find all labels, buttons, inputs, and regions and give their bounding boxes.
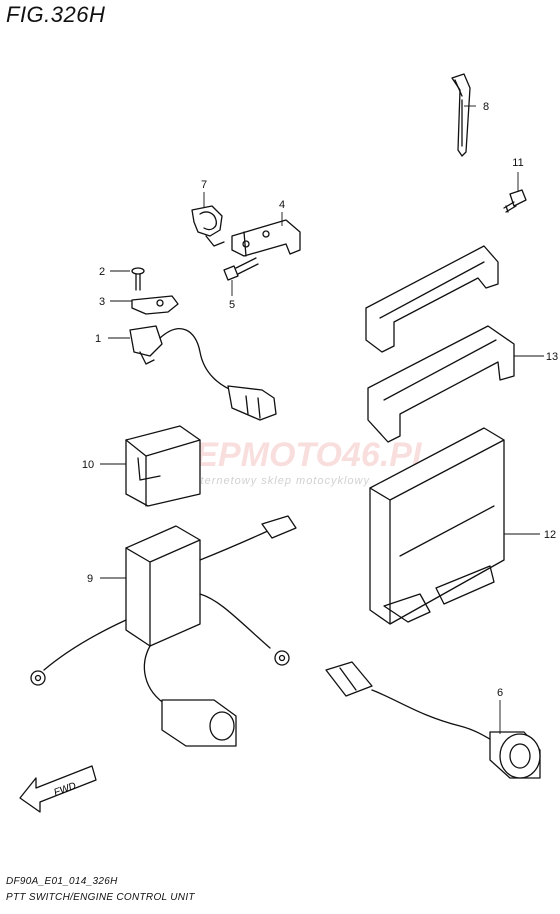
watermark-subtext: internetowy sklep motocyklowy: [190, 475, 371, 487]
fwd-arrow-icon: FWD: [19, 765, 97, 813]
part-clamp-7[interactable]: [191, 205, 225, 247]
callout-7: 7: [201, 179, 207, 191]
callout-4: 4: [279, 199, 285, 211]
part-bolt-5[interactable]: [223, 257, 259, 281]
part-sensor-6[interactable]: [325, 661, 541, 779]
callout-12: 12: [544, 529, 556, 541]
part-ptt-switch[interactable]: [129, 325, 277, 421]
callout-13: 13: [546, 351, 558, 363]
figure-code: DF90A_E01_014_326H: [6, 876, 118, 887]
callout-6: 6: [497, 687, 503, 699]
callout-1: 1: [95, 333, 101, 345]
part-ecu-cover-13[interactable]: [365, 245, 515, 443]
part-cable-tie[interactable]: [451, 73, 471, 157]
part-screw-2[interactable]: [131, 267, 145, 291]
part-boot-10[interactable]: [125, 425, 201, 507]
part-bracket-4[interactable]: [231, 219, 301, 257]
callout-11: 11: [512, 157, 523, 169]
figure-title: FIG.326H: [6, 2, 106, 27]
callout-3: 3: [99, 296, 105, 308]
callout-9: 9: [87, 573, 93, 585]
leader-lines: [100, 105, 544, 734]
part-bolt-11[interactable]: [503, 189, 527, 213]
part-ecu-12[interactable]: [369, 427, 505, 625]
part-plate-3[interactable]: [131, 295, 179, 315]
part-harness-9[interactable]: [30, 515, 297, 747]
figure-caption: PTT SWITCH/ENGINE CONTROL UNIT: [6, 892, 195, 903]
callout-5: 5: [229, 299, 235, 311]
callout-8: 8: [483, 101, 489, 113]
callout-2: 2: [99, 266, 105, 278]
callout-10: 10: [82, 459, 94, 471]
